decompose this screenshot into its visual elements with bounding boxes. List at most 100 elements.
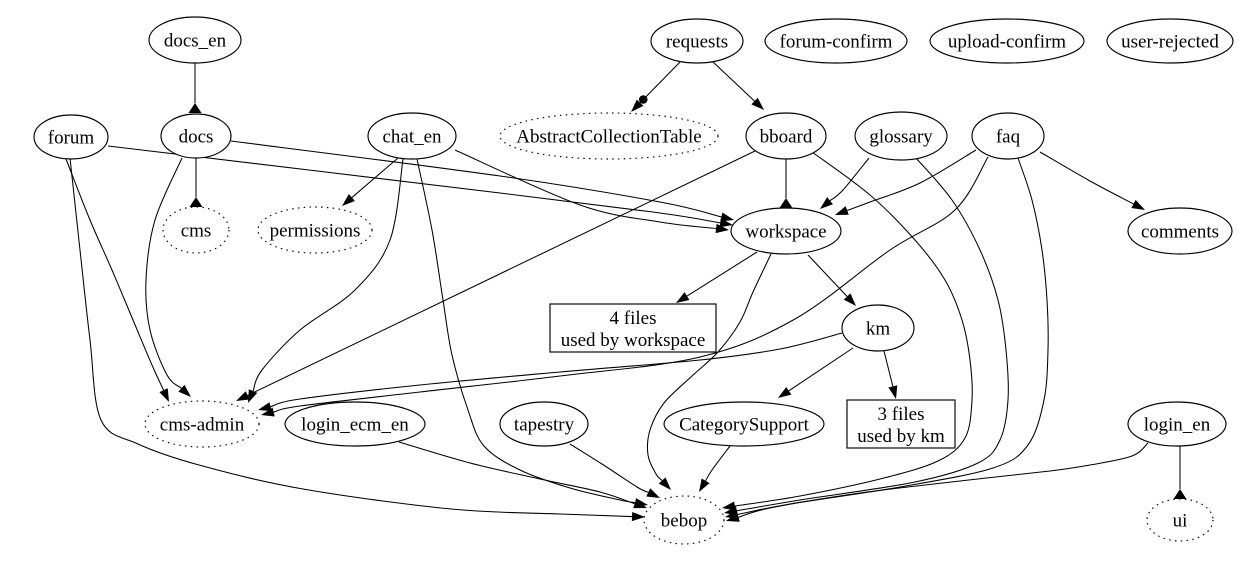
arrowhead-icon bbox=[631, 511, 645, 522]
arrowhead-icon bbox=[778, 386, 792, 398]
faq-label: faq bbox=[996, 127, 1021, 148]
node-km: km bbox=[841, 304, 915, 352]
edge-forum-workspace bbox=[107, 145, 733, 228]
permissions-ellipse-shape bbox=[257, 206, 373, 254]
forum-ellipse-shape bbox=[33, 114, 109, 160]
edge-tapestry-bebop bbox=[569, 443, 660, 498]
node-bboard: bboard bbox=[745, 112, 827, 160]
arrowhead-icon bbox=[178, 384, 191, 397]
tapestry-ellipse-shape bbox=[499, 401, 589, 447]
arrowhead-icon bbox=[820, 197, 833, 209]
cms-label: cms bbox=[181, 221, 212, 242]
files3-label: 3 files bbox=[878, 404, 925, 425]
node-docs: docs bbox=[160, 113, 232, 159]
arrowhead-icon bbox=[751, 97, 764, 110]
arrowhead-icon bbox=[722, 501, 736, 511]
tapestry-label: tapestry bbox=[514, 415, 575, 436]
arrowhead-icon bbox=[888, 385, 898, 399]
edge-login_en-bebop bbox=[726, 442, 1149, 522]
edge-km-cms-admin bbox=[258, 332, 843, 412]
edge-km-CategorySupport bbox=[778, 347, 854, 398]
node-docs_en: docs_en bbox=[148, 16, 242, 64]
requests-label: requests bbox=[666, 32, 728, 53]
edge-km-files3 bbox=[883, 350, 898, 399]
edge-docs_en-docs bbox=[188, 63, 202, 113]
ui-label: ui bbox=[1173, 511, 1188, 532]
arrowhead-icon bbox=[342, 194, 355, 206]
comments-ellipse-shape bbox=[1127, 207, 1233, 255]
edge-CategorySupport-bebop bbox=[699, 445, 731, 492]
user-rejected-ellipse-shape bbox=[1106, 18, 1234, 64]
edge-forum-bebop bbox=[69, 157, 645, 522]
chat_en-ellipse-shape bbox=[367, 112, 457, 160]
edge-glossary-workspace bbox=[820, 157, 870, 209]
edge-docs-workspace bbox=[230, 140, 734, 222]
node-workspace: workspace bbox=[730, 207, 842, 255]
km-label: km bbox=[866, 319, 891, 340]
node-login_ecm_en: login_ecm_en bbox=[284, 401, 426, 447]
edge-faq-workspace bbox=[835, 149, 977, 215]
user-rejected-label: user-rejected bbox=[1121, 32, 1219, 53]
edge-bboard-workspace bbox=[779, 159, 793, 208]
CategorySupport-label: CategorySupport bbox=[679, 415, 810, 436]
AbstractCollectionTable-label: AbstractCollectionTable bbox=[516, 127, 701, 148]
arrowhead-icon bbox=[715, 223, 729, 234]
arrowhead-icon bbox=[159, 388, 169, 402]
arrowhead-inv-icon bbox=[779, 198, 793, 208]
edge-requests-bboard bbox=[711, 60, 764, 110]
arrowhead-icon bbox=[646, 488, 660, 498]
workspace-ellipse-shape bbox=[730, 207, 842, 255]
login_en-ellipse-shape bbox=[1127, 401, 1227, 447]
node-AbstractCollectionTable: AbstractCollectionTable bbox=[499, 112, 719, 160]
arrowhead-inv-icon bbox=[189, 197, 203, 207]
node-bebop: bebop bbox=[643, 495, 725, 545]
forum-confirm-ellipse-shape bbox=[764, 18, 908, 64]
node-chat_en: chat_en bbox=[367, 112, 457, 160]
edge-docs-cms-admin bbox=[145, 157, 191, 397]
bboard-ellipse-shape bbox=[745, 112, 827, 160]
docs_en-ellipse-shape bbox=[148, 16, 242, 64]
arrowhead-icon bbox=[258, 402, 272, 412]
node-permissions: permissions bbox=[257, 206, 373, 254]
forum-confirm-label: forum-confirm bbox=[780, 32, 893, 53]
node-ui: ui bbox=[1146, 498, 1214, 542]
node-faq: faq bbox=[971, 112, 1045, 160]
files4-box-shape bbox=[549, 303, 717, 353]
node-cms-admin: cms-admin bbox=[144, 400, 260, 448]
docs-ellipse-shape bbox=[160, 113, 232, 159]
arrowhead-icon bbox=[633, 499, 647, 509]
arrowhead-icon bbox=[631, 99, 644, 112]
arrow-dot-icon bbox=[638, 95, 648, 104]
edge-login_en-ui bbox=[1173, 446, 1187, 499]
node-tapestry: tapestry bbox=[499, 401, 589, 447]
node-login_en: login_en bbox=[1127, 401, 1227, 447]
CategorySupport-ellipse-shape bbox=[663, 401, 825, 447]
arrowhead-icon bbox=[658, 477, 671, 490]
edge-chat_en-cms-admin bbox=[248, 158, 404, 403]
arrowhead-icon bbox=[726, 512, 740, 522]
docs-label: docs bbox=[179, 127, 214, 148]
arrowhead-icon bbox=[720, 212, 734, 222]
arrowhead-icon bbox=[835, 206, 849, 215]
arrowhead-inv-icon bbox=[188, 103, 202, 113]
arrowhead-icon bbox=[843, 293, 856, 306]
workspace-label: workspace bbox=[745, 222, 826, 243]
cms-ellipse-shape bbox=[162, 206, 230, 254]
km-ellipse-shape bbox=[841, 304, 915, 352]
edge-login_ecm_en-bebop bbox=[398, 441, 647, 509]
bboard-label: bboard bbox=[760, 127, 813, 148]
node-forum-confirm: forum-confirm bbox=[764, 18, 908, 64]
edge-workspace-bebop bbox=[646, 253, 772, 490]
arrowhead-inv-icon bbox=[1173, 489, 1187, 499]
glossary-label: glossary bbox=[869, 127, 933, 148]
requests-ellipse-shape bbox=[650, 18, 744, 64]
edge-bboard-cms-admin bbox=[236, 150, 756, 401]
arrowhead-icon bbox=[248, 389, 258, 403]
chat_en-label: chat_en bbox=[382, 127, 442, 148]
cms-admin-ellipse-shape bbox=[144, 400, 260, 448]
upload-confirm-ellipse-shape bbox=[929, 18, 1085, 64]
glossary-ellipse-shape bbox=[854, 111, 948, 161]
forum-label: forum bbox=[48, 128, 95, 149]
